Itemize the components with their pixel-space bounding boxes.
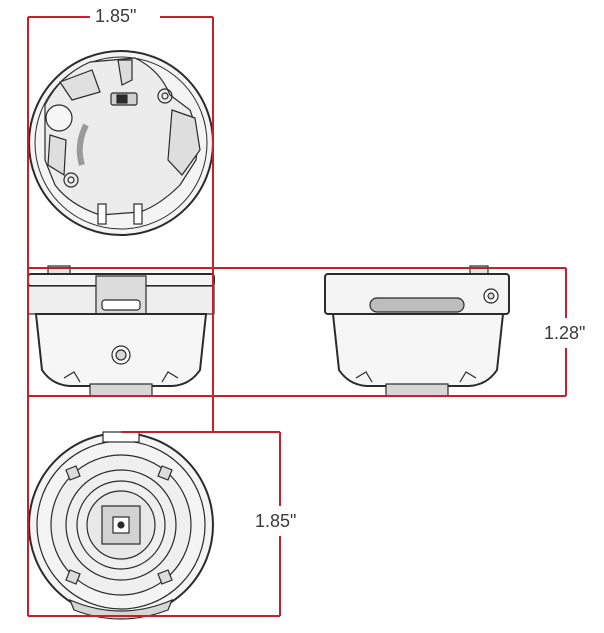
cable-hole [45,104,73,132]
width-dimension-label: 1.85" [92,6,140,26]
side-view [324,265,510,397]
screw-top-right-inner [161,92,169,100]
bottom-view [28,431,214,620]
cable-channel [59,69,101,101]
screw-bottom-left-inner [67,176,75,184]
front-foot-left [63,371,81,383]
side-bottom-ring [385,383,449,397]
top-view [28,50,214,236]
connector-pin [116,94,128,104]
front-view [27,265,215,397]
side-foot-left [355,371,373,383]
screw-top-right [157,88,173,104]
front-bottom-ring [89,383,153,397]
height-dimension-label: 1.28" [541,323,589,343]
arc-slot [76,123,89,166]
sensor-dot [117,521,125,529]
tab-bottom-right [133,203,143,225]
side-foot-right [459,371,477,383]
clip-bottom-right [157,569,173,585]
side-slot [369,297,465,313]
diameter-dimension-label: 1.85" [252,511,300,531]
clip-top-right [157,465,173,481]
hook-slot [117,59,133,86]
side-screw-hole-inner [487,292,495,300]
top-view-inner-ring [34,56,208,230]
side-dome [331,313,505,387]
bottom-ring-5 [76,480,166,570]
latch-right [167,109,201,176]
clip-bottom-left [65,569,81,585]
bottom-notch-top [102,431,140,443]
dimension-lines [27,16,567,617]
bottom-ring-4 [65,469,177,581]
tab-bottom-left [97,203,107,225]
front-lens-port-inner [115,349,127,361]
front-connector-port [101,299,141,311]
clip-top-left [65,465,81,481]
screw-bottom-left [63,172,79,188]
latch-left [47,134,67,177]
front-foot-right [161,371,179,383]
